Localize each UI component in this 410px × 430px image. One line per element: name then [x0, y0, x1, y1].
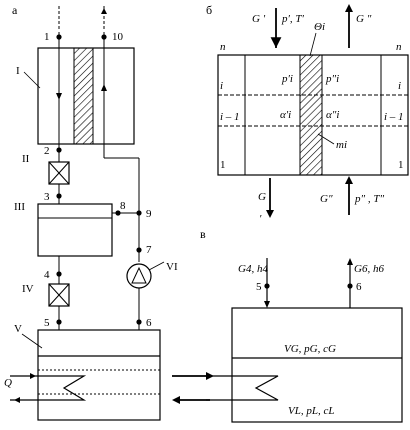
unit-III-label: III: [14, 201, 25, 213]
row-1-right: 1: [398, 159, 404, 171]
node-5-dot-v: [264, 283, 270, 289]
node-4-label: 4: [44, 269, 50, 281]
node-9-label: 9: [146, 208, 152, 220]
node-6-dot-v: [347, 283, 353, 289]
p-right-label: p″i: [325, 73, 339, 85]
row-i-1-left: i – 1: [220, 111, 240, 123]
row-i-right: i: [398, 80, 401, 92]
unit-III-box: [37, 203, 113, 257]
top-in-label: G ′: [252, 13, 266, 25]
row-i-left: i: [220, 80, 223, 92]
node-1-dot: [56, 34, 62, 40]
heating-coil-v: [206, 375, 279, 401]
heat-input-label: Q: [4, 377, 12, 389]
bottom-in-state: p″ , T″: [354, 193, 384, 205]
node-10-label: 10: [112, 31, 124, 43]
theta-label: Θi: [314, 21, 325, 33]
node-5-dot: [56, 319, 62, 325]
node-8-dot: [115, 210, 121, 216]
tank-box: [231, 307, 403, 423]
alpha-right-label: α″i: [326, 109, 339, 121]
panel-label-a: а: [12, 3, 18, 17]
node-8-label: 8: [120, 200, 126, 212]
node-6-label: 6: [146, 317, 152, 329]
bottom-out-prime: ′: [259, 213, 262, 225]
unit-V-tank: [37, 329, 161, 421]
row-n-right: n: [396, 41, 402, 53]
row-n-left: n: [220, 41, 226, 53]
top-out-label: G ″: [356, 13, 372, 25]
unit-V-label: V: [14, 323, 22, 335]
node-5-label-v: 5: [256, 281, 262, 293]
in-stream-label: G4, h4: [238, 263, 268, 275]
heating-coil: [10, 375, 87, 401]
m-label: mi: [336, 139, 347, 151]
column-wall: [299, 54, 323, 176]
node-4-dot: [56, 271, 62, 277]
unit-I-up-arrow: [101, 84, 107, 91]
outlet-arrow-10: [101, 8, 107, 14]
node-7-label: 7: [146, 244, 152, 256]
node-2-dot: [56, 147, 62, 153]
node-10-dot: [101, 34, 107, 40]
top-in-state: p′, T′: [281, 13, 305, 25]
alpha-left-label: α′i: [280, 109, 291, 121]
node-5-label: 5: [44, 317, 50, 329]
unit-VI-label: VI: [166, 261, 178, 273]
unit-IV-label: IV: [22, 283, 34, 295]
node-3-label: 3: [44, 191, 50, 203]
panel-label-v: в: [200, 227, 206, 241]
node-3-dot: [56, 193, 62, 199]
bottom-in-label: G″: [320, 193, 333, 205]
gas-phase-label: VG, pG, cG: [284, 343, 336, 355]
node-6-dot: [136, 319, 142, 325]
unit-I-wall: [73, 47, 94, 145]
bottom-out-label: G: [258, 191, 266, 203]
p-left-label: p′i: [281, 73, 293, 85]
unit-I-label: I: [16, 65, 20, 77]
node-7-dot: [136, 247, 142, 253]
unit-II-label: II: [22, 153, 30, 165]
node-9-dot: [136, 210, 142, 216]
unit-I-down-arrow: [56, 93, 62, 100]
panel-label-b: б: [206, 3, 212, 17]
row-1-left: 1: [220, 159, 226, 171]
liquid-phase-label: VL, pL, cL: [288, 405, 334, 417]
row-i-1-right: i – 1: [384, 111, 404, 123]
node-6-label-v: 6: [356, 281, 362, 293]
pump-icon: [131, 266, 147, 284]
node-2-label: 2: [44, 145, 50, 157]
out-stream-label: G6, h6: [354, 263, 384, 275]
node-1-label: 1: [44, 31, 50, 43]
